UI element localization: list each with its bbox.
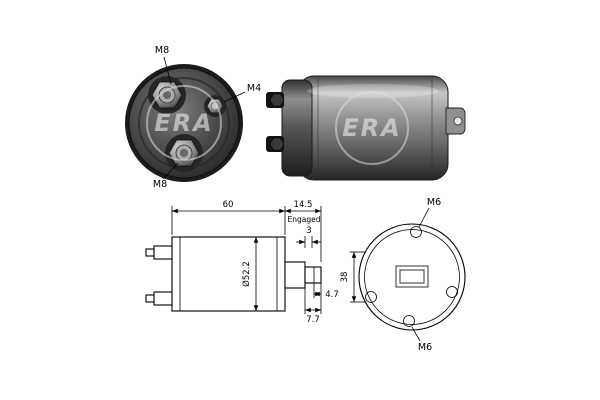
watermark-text: ERA: [342, 114, 401, 142]
terminal-upper-outline: [153, 245, 173, 260]
dim-14-5-text: 14.5: [294, 200, 313, 210]
dimension-travel: 14.5 Engaged: [285, 200, 322, 262]
terminal-stud-lower: [266, 136, 285, 152]
flange-outer-circle: [358, 223, 466, 331]
bolt-hole-top: [410, 226, 422, 238]
terminal-upper-tip: [145, 248, 155, 257]
front-view-photo: ERA M8 M4 M8: [125, 45, 261, 190]
dim-60-text: 60: [223, 200, 234, 210]
body-highlight: [307, 84, 439, 98]
switch-end-cap: [281, 79, 313, 177]
m8-terminal-top-stud: [148, 76, 186, 114]
dimension-pin-gap: 3: [296, 226, 321, 248]
plunger-base: [284, 261, 306, 289]
dimension-shaft-length: 7.7: [304, 288, 322, 325]
watermark-text: ERA: [154, 109, 213, 137]
leader-m8-bottom: [162, 162, 179, 180]
side-dimension-drawing: 60 14.5 Engaged 3 Ø52.2 4.7: [145, 200, 339, 325]
center-slot-inner: [399, 269, 425, 284]
dim-3-text: 3: [306, 226, 311, 236]
era-watermark-front: ERA: [146, 85, 222, 161]
mount-face-drawing: M6 M6 38: [340, 197, 466, 353]
bolt-hole-left: [365, 291, 377, 303]
watermark-circle: [335, 91, 409, 165]
terminal-lower-tip: [145, 294, 155, 303]
dim-4-7-text: 4.7: [325, 290, 339, 300]
leader-m4: [223, 91, 246, 103]
dimension-body-diameter: Ø52.2: [241, 237, 259, 311]
dimension-tip-length: 4.7: [313, 283, 339, 300]
dim-7-7-text: 7.7: [306, 315, 320, 325]
mounting-tab: [445, 107, 466, 135]
engaged-note: Engaged: [288, 215, 321, 224]
terminal-stud-upper: [266, 92, 285, 108]
dim-38-text: 38: [340, 272, 350, 283]
tab-hole: [453, 116, 463, 126]
label-m6-bottom: M6: [418, 342, 432, 353]
label-m6-top: M6: [427, 197, 441, 208]
leader-m8-top: [163, 56, 172, 85]
center-slot-outer: [395, 265, 429, 288]
dim-52-2-text: Ø52.2: [241, 261, 252, 287]
bolt-hole-bottom: [403, 315, 415, 327]
bolt-hole-right: [446, 286, 458, 298]
label-m8-top: M8: [155, 45, 169, 56]
side-view-photo: ERA: [266, 75, 466, 181]
plunger-shaft: [304, 266, 322, 284]
leader-m6-bottom: [411, 326, 421, 342]
m8-terminal-bottom-stud: [165, 134, 203, 172]
watermark-circle: [146, 85, 222, 161]
dimension-hole-spacing: 38: [340, 251, 366, 303]
terminal-lower-outline: [153, 291, 173, 306]
flange-inner-circle: [364, 229, 460, 325]
label-m8-bottom: M8: [153, 179, 167, 190]
leader-m6-top: [418, 207, 430, 228]
dimension-body-length: 60: [171, 200, 286, 235]
body-outline: [171, 236, 286, 312]
label-m4: M4: [247, 83, 261, 94]
era-watermark-side: ERA: [335, 91, 409, 165]
